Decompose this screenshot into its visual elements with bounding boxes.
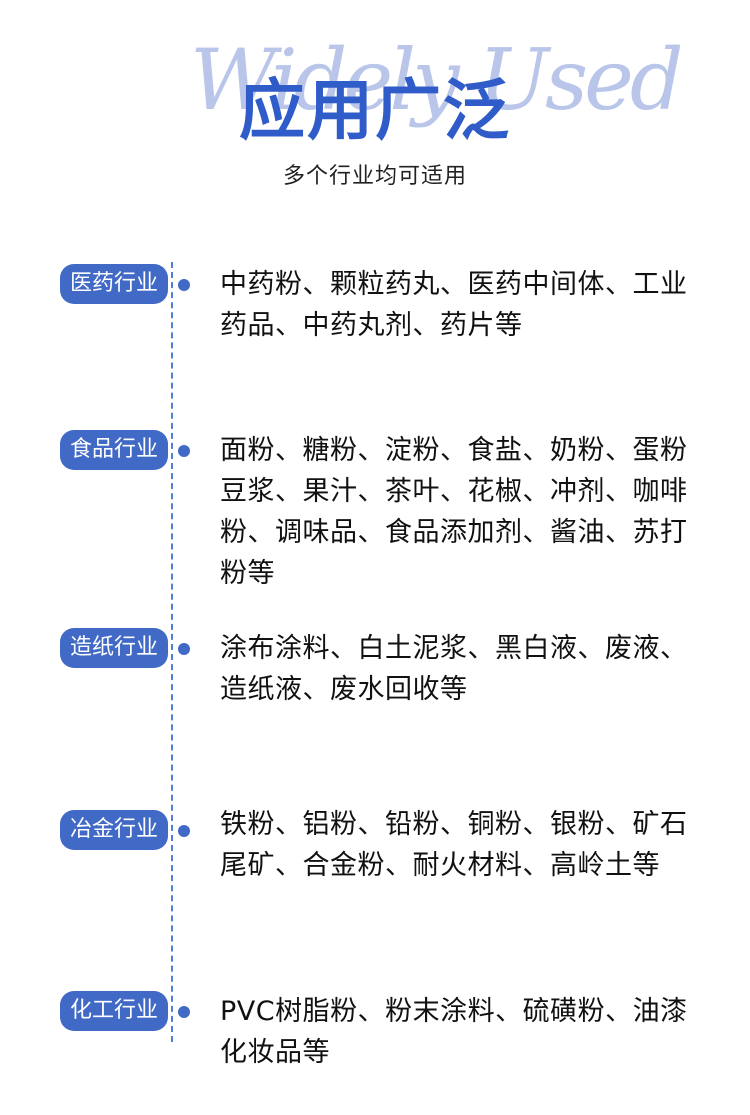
industry-tag-food: 食品行业 [60, 430, 168, 470]
description-line: 粉、调味品、食品添加剂、酱油、苏打 [220, 517, 688, 548]
description-line: 面粉、糖粉、淀粉、食盐、奶粉、蛋粉 [220, 435, 688, 466]
industry-tag-metallurgy: 冶金行业 [60, 810, 168, 850]
page-title: 应用广泛 [239, 72, 511, 149]
description-line: 造纸液、废水回收等 [220, 674, 468, 705]
timeline-dot [178, 1006, 190, 1018]
industry-description-metallurgy: 铁粉、铝粉、铅粉、铜粉、银粉、矿石 尾矿、合金粉、耐火材料、高岭土等 [220, 804, 730, 886]
industry-description-paper: 涂布涂料、白土泥浆、黑白液、废液、 造纸液、废水回收等 [220, 628, 730, 710]
timeline-dot [178, 279, 190, 291]
industry-description-chemical: PVC树脂粉、粉末涂料、硫磺粉、油漆 化妆品等 [220, 991, 730, 1073]
industry-description-food: 面粉、糖粉、淀粉、食盐、奶粉、蛋粉 豆浆、果汁、茶叶、花椒、冲剂、咖啡 粉、调味… [220, 430, 730, 594]
industry-description-pharma: 中药粉、颗粒药丸、医药中间体、工业 药品、中药丸剂、药片等 [220, 264, 730, 346]
description-line: 化妆品等 [220, 1037, 330, 1068]
industry-tag-chemical: 化工行业 [60, 991, 168, 1031]
timeline-dot [178, 643, 190, 655]
description-line: 中药粉、颗粒药丸、医药中间体、工业 [220, 269, 688, 300]
timeline-line [171, 262, 173, 1042]
description-line: 豆浆、果汁、茶叶、花椒、冲剂、咖啡 [220, 476, 688, 507]
industry-tag-pharma: 医药行业 [60, 264, 168, 304]
page-subtitle: 多个行业均可适用 [282, 164, 467, 189]
description-line: 铁粉、铝粉、铅粉、铜粉、银粉、矿石 [220, 809, 688, 840]
timeline-dot [178, 445, 190, 457]
description-line: 粉等 [220, 558, 275, 589]
description-line: 药品、中药丸剂、药片等 [220, 310, 523, 341]
description-line: 尾矿、合金粉、耐火材料、高岭土等 [220, 850, 660, 881]
description-line: PVC树脂粉、粉末涂料、硫磺粉、油漆 [220, 996, 688, 1027]
description-line: 涂布涂料、白土泥浆、黑白液、废液、 [220, 633, 688, 664]
timeline-dot [178, 825, 190, 837]
industry-tag-paper: 造纸行业 [60, 628, 168, 668]
